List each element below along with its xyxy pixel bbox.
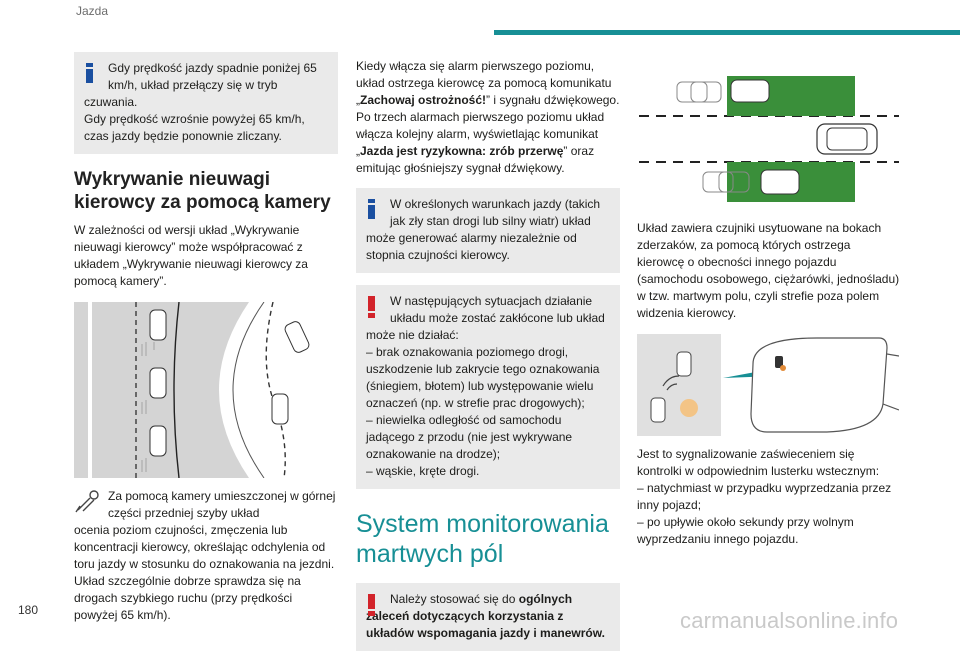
header-accent-bar xyxy=(494,30,960,35)
warning-general-a: Należy stosować się do xyxy=(390,592,519,606)
camera-note: Za pomocą kamery umieszczonej w górnej c… xyxy=(74,488,338,624)
column-3: Układ zawiera czujniki usytuowane na bok… xyxy=(637,70,901,548)
alarm-level-2-text: Po trzech alarmach pierwszego poziomu uk… xyxy=(356,110,605,175)
camera-text-rest: ocenia poziom czujności, zmęczenia lub k… xyxy=(74,523,335,622)
info-note-conditions: W określonych warunkach jazdy (takich ja… xyxy=(356,188,620,273)
warning-general-b: ogólnych xyxy=(518,592,573,606)
info-note-rest: czuwania. Gdy prędkość wzrośnie powyżej … xyxy=(84,95,305,143)
alarm-level-1-text: Kiedy włącza się alarm pierwszego poziom… xyxy=(356,59,620,107)
section-title: Jazda xyxy=(76,4,109,18)
warning-icon xyxy=(368,296,375,318)
info-icon xyxy=(86,63,93,83)
warning-note-situations: W następujących sytuacjach działanie ukł… xyxy=(356,285,620,489)
warning-general-rest: zaleceń dotyczących korzystania z układó… xyxy=(366,609,605,640)
mirror-drawing xyxy=(637,334,900,436)
indicator-text: Jest to sygnalizowanie zaświeceniem się … xyxy=(637,447,892,546)
sensors-text: Układ zawiera czujniki usytuowane na bok… xyxy=(637,221,900,320)
camera-text-first: Za pomocą kamery umieszczonej w górnej c… xyxy=(108,489,336,520)
info-note: Gdy prędkość jazdy spadnie poniżej 65 km… xyxy=(74,52,338,154)
column-2: Kiedy włącza się alarm pierwszego poziom… xyxy=(356,58,620,663)
warning-note-rest: może nie działać: – brak oznakowania poz… xyxy=(366,328,600,478)
camera-intro: W zależności od wersji układ „Wykrywanie… xyxy=(74,223,308,288)
mirror-indicator-illustration xyxy=(637,334,900,436)
blind-spot-heading: System monitorowania martwych pól xyxy=(356,510,609,568)
warning-icon xyxy=(368,594,375,616)
warning-note-first: W następujących sytuacjach działanie ukł… xyxy=(390,294,605,325)
warning-note-general: Należy stosować się do ogólnych zaleceń d… xyxy=(356,583,620,651)
page-number: 180 xyxy=(18,603,39,617)
info-icon xyxy=(368,199,375,219)
lane-camera-illustration xyxy=(74,301,336,479)
camera-heading: Wykrywanie nieuwagi kierowcy za pomocą k… xyxy=(74,169,331,213)
info-note-first: W określonych warunkach jazdy (takich ja… xyxy=(390,197,601,228)
camera-sensor-icon xyxy=(75,490,99,513)
blind-spot-drawing xyxy=(639,76,899,202)
road-lane-drawing xyxy=(74,301,336,479)
info-note-rest: może generować alarmy niezależnie od sto… xyxy=(366,231,577,262)
info-note-first: Gdy prędkość jazdy spadnie poniżej 65 km… xyxy=(108,61,317,92)
blind-spot-zone-illustration xyxy=(637,70,901,210)
watermark: carmanualsonline.info xyxy=(680,608,899,633)
column-1: Gdy prędkość jazdy spadnie poniżej 65 km… xyxy=(74,52,338,624)
